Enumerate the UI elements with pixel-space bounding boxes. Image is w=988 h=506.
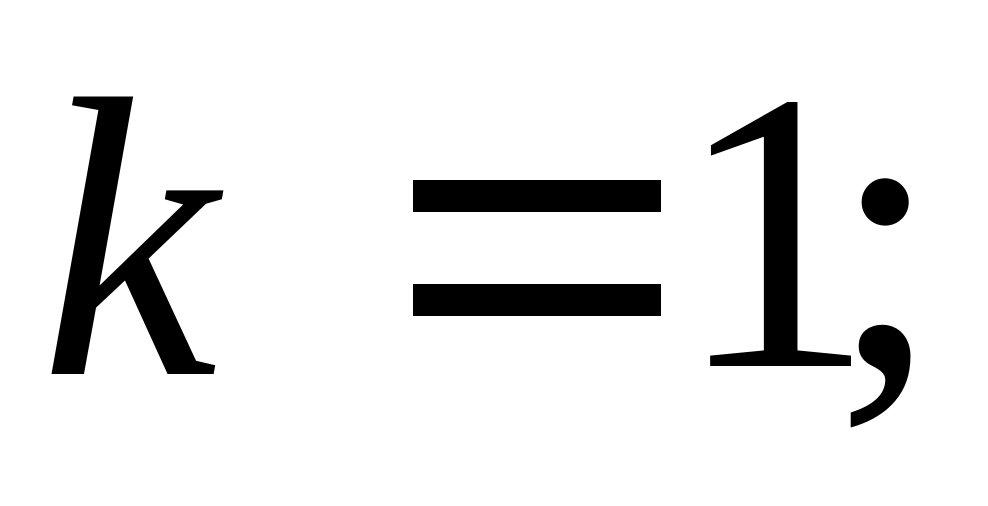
equals-sign-top-bar [413,180,661,212]
formula-value: 1 [675,10,875,453]
equals-sign-bottom-bar [413,284,661,316]
formula-terminator: ; [830,10,942,453]
formula-variable: k [40,18,218,461]
